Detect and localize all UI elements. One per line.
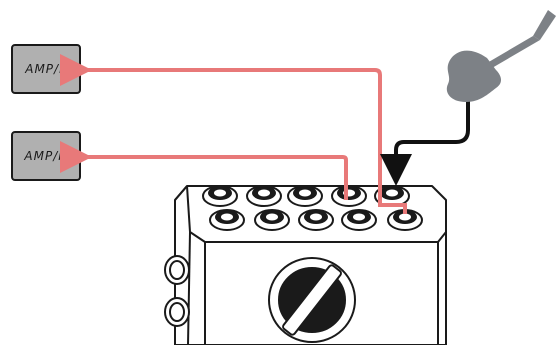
electric-guitar-icon xyxy=(446,10,556,102)
jack-2 xyxy=(246,185,282,207)
jack-9 xyxy=(341,209,377,231)
cable-to-amp-left xyxy=(59,54,382,200)
cable-from-guitar xyxy=(380,100,470,186)
jack-1 xyxy=(202,185,238,207)
amp-right-label: AMP/R xyxy=(24,149,68,163)
jack-5 xyxy=(374,185,410,207)
side-jack-bottom xyxy=(164,297,190,327)
amp-left-label: AMP/L xyxy=(25,62,67,76)
jack-4 xyxy=(331,185,367,207)
cable-patch xyxy=(378,200,407,214)
jack-3 xyxy=(287,185,323,207)
rotary-knob-icon xyxy=(268,257,356,343)
jack-7 xyxy=(254,209,290,231)
jack-10 xyxy=(387,209,423,231)
cable-to-amp-right xyxy=(59,141,348,200)
jack-6 xyxy=(209,209,245,231)
jack-8 xyxy=(298,209,334,231)
side-jack-top xyxy=(164,255,190,285)
jack-array xyxy=(202,185,423,231)
